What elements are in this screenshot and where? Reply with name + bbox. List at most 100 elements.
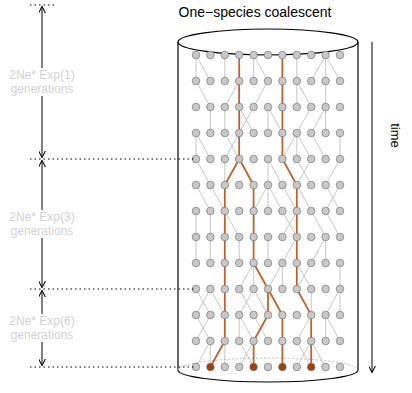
axis-label: time: [387, 123, 402, 148]
individual-dot: [293, 103, 301, 111]
individual-dot: [322, 129, 330, 137]
parent-link: [282, 211, 296, 237]
parent-link: [297, 159, 311, 185]
individual-dot: [250, 259, 258, 267]
parent-link: [311, 211, 325, 237]
individual-dot: [207, 103, 215, 111]
individual-dot: [322, 233, 330, 241]
parent-link: [210, 289, 224, 315]
time-arrow: [372, 42, 373, 372]
parent-link: [210, 185, 224, 211]
individual-dot: [307, 363, 315, 371]
individual-dot: [250, 51, 258, 59]
individual-dot: [336, 129, 344, 137]
individual-dot: [192, 51, 200, 59]
individual-dot: [279, 285, 287, 293]
cylinder-bottom: [178, 370, 358, 382]
individual-dot: [250, 129, 258, 137]
individual-dot: [221, 233, 229, 241]
individual-dot: [336, 77, 344, 85]
parent-link: [196, 81, 210, 107]
individual-dot: [279, 207, 287, 215]
individual-dot: [221, 285, 229, 293]
individual-dot: [250, 103, 258, 111]
individual-dot: [336, 233, 344, 241]
individual-dot: [235, 129, 243, 137]
parent-link: [254, 185, 268, 211]
individual-dot: [336, 155, 344, 163]
individual-dot: [322, 363, 330, 371]
parent-link: [239, 341, 253, 367]
individual-dot: [250, 311, 258, 319]
individual-dot: [322, 155, 330, 163]
individual-dot: [221, 207, 229, 215]
individual-dot: [307, 259, 315, 267]
individual-dot: [235, 103, 243, 111]
parent-link: [225, 211, 239, 237]
parent-link: [297, 341, 311, 367]
individual-dot: [293, 129, 301, 137]
parent-link: [282, 185, 296, 211]
parent-link: [239, 263, 253, 289]
parent-link: [225, 133, 239, 159]
parent-link: [225, 81, 239, 107]
individual-dot: [264, 155, 272, 163]
individual-dot: [264, 285, 272, 293]
parent-link: [196, 55, 210, 81]
individual-dot: [250, 181, 258, 189]
individual-dot: [293, 337, 301, 345]
individual-dot: [322, 181, 330, 189]
parent-link: [268, 185, 282, 211]
individual-dot: [336, 311, 344, 319]
parent-link: [196, 133, 210, 159]
parent-link: [225, 133, 239, 159]
individual-dot: [192, 311, 200, 319]
individual-dot: [264, 77, 272, 85]
individual-dot: [293, 207, 301, 215]
individual-dot: [250, 77, 258, 85]
parent-link: [282, 237, 296, 263]
individual-dot: [250, 233, 258, 241]
individual-dot: [250, 155, 258, 163]
parent-link: [268, 159, 282, 185]
lineage: [268, 289, 282, 367]
individual-dot: [207, 51, 215, 59]
individual-dot: [235, 155, 243, 163]
population-grid: [192, 51, 344, 371]
individual-dot: [192, 181, 200, 189]
individual-dot: [336, 181, 344, 189]
parent-link: [196, 315, 210, 341]
individual-dot: [307, 207, 315, 215]
figure-title: One−species coalescent: [179, 4, 332, 20]
parent-link: [297, 263, 311, 289]
individual-dot: [293, 285, 301, 293]
individual-dot: [279, 337, 287, 345]
individual-dot: [336, 363, 344, 371]
parent-link: [326, 289, 340, 315]
cylinder-side: [357, 42, 358, 370]
parent-link: [282, 211, 296, 237]
individual-dot: [207, 207, 215, 215]
lineage: [282, 55, 311, 367]
parent-link: [326, 185, 340, 211]
individual-dot: [336, 337, 344, 345]
individual-dot: [250, 285, 258, 293]
parent-link: [239, 107, 253, 133]
individual-dot: [279, 181, 287, 189]
individual-dot: [192, 259, 200, 267]
parent-link: [297, 185, 311, 211]
individual-dot: [207, 285, 215, 293]
individual-dot: [279, 155, 287, 163]
individual-dot: [307, 337, 315, 345]
individual-dot: [293, 77, 301, 85]
parent-link: [311, 55, 325, 81]
individual-dot: [322, 51, 330, 59]
individual-dot: [207, 337, 215, 345]
parent-link: [311, 107, 325, 133]
individual-dot: [336, 207, 344, 215]
individual-dot: [235, 207, 243, 215]
individual-dot: [235, 259, 243, 267]
parent-link: [282, 133, 296, 159]
individual-dot: [221, 155, 229, 163]
